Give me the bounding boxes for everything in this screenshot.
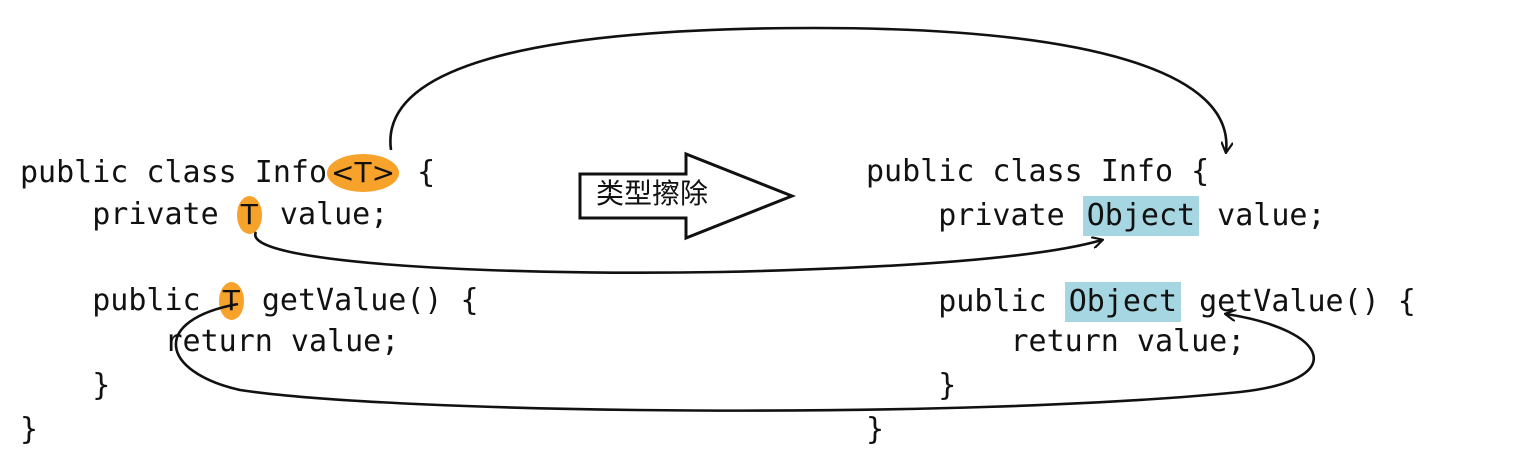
code-text: private	[20, 197, 237, 232]
code-line: private Object value;	[866, 196, 1326, 236]
code-text: public	[20, 283, 219, 318]
return-type-highlight: T	[218, 282, 244, 320]
type-parameter-highlight: <T>	[327, 154, 400, 192]
erased-return-type-highlight: Object	[1064, 282, 1182, 322]
field-type-connector	[254, 231, 1102, 274]
code-line: return value;	[866, 324, 1246, 359]
code-line: }	[866, 412, 885, 447]
code-line: private T value;	[20, 196, 388, 234]
code-text: public class Info	[20, 155, 328, 190]
code-text: getValue() {	[243, 283, 479, 318]
code-text: value;	[261, 197, 389, 232]
class-parameter-connector	[389, 26, 1226, 152]
erased-field-type-highlight: Object	[1082, 196, 1200, 236]
code-line: return value;	[20, 324, 400, 359]
code-line: }	[866, 368, 957, 403]
code-text: public	[866, 284, 1065, 319]
code-line: public T getValue() {	[20, 282, 479, 320]
code-line: public Object getValue() {	[866, 282, 1416, 322]
code-line: public class Info<T> {	[20, 154, 435, 192]
field-type-highlight: T	[236, 196, 262, 234]
code-line: public class Info {	[866, 154, 1210, 189]
code-text: getValue() {	[1181, 284, 1416, 319]
code-text: {	[399, 155, 436, 190]
code-line: }	[20, 412, 39, 447]
code-text: value;	[1199, 198, 1326, 233]
code-line: }	[20, 368, 111, 403]
type-erasure-label: 类型擦除	[596, 177, 709, 210]
code-text: private	[866, 198, 1083, 233]
